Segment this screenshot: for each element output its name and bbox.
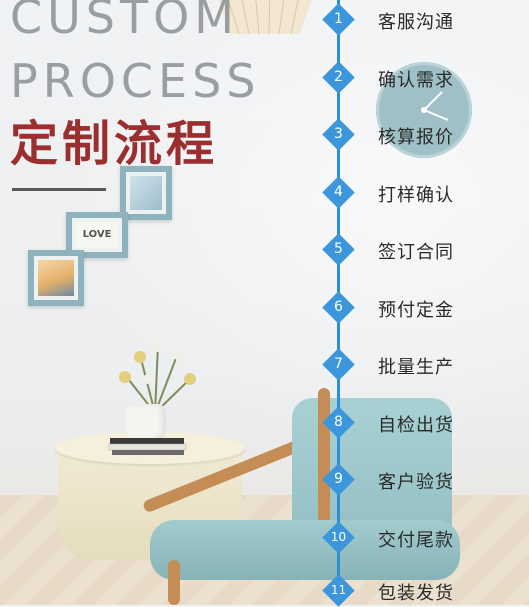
step-label-9: 客户验货	[378, 472, 454, 493]
flower-plant-image	[119, 342, 196, 414]
step-label-7: 批量生产	[378, 357, 454, 378]
title-english-line2: PROCESS	[10, 54, 261, 108]
title-divider	[12, 188, 106, 191]
step-marker-7: 7	[322, 348, 355, 381]
step-label-8: 自检出货	[378, 415, 454, 436]
step-marker-9: 9	[322, 463, 355, 496]
step-label-4: 打样确认	[378, 185, 454, 206]
love-sign: LOVE	[76, 222, 118, 248]
step-marker-3: 3	[322, 118, 355, 151]
step-marker-8: 8	[322, 406, 355, 439]
step-marker-6: 6	[322, 291, 355, 324]
wall-frame-love: LOVE	[66, 212, 128, 258]
title-english-line1: CUSTOM	[10, 0, 239, 44]
step-marker-2: 2	[322, 61, 355, 94]
wall-frame-top	[120, 166, 172, 220]
step-marker-11: 11	[322, 574, 355, 607]
step-marker-4: 4	[322, 176, 355, 209]
wall-frame-bottom	[28, 250, 84, 306]
vase	[126, 404, 166, 442]
step-marker-5: 5	[322, 233, 355, 266]
chair-seat	[150, 520, 460, 580]
step-label-11: 包装发货	[378, 583, 454, 604]
step-marker-10: 10	[322, 521, 355, 554]
step-label-3: 核算报价	[378, 127, 454, 148]
chair-leg-front	[168, 560, 180, 605]
step-label-10: 交付尾款	[378, 530, 454, 551]
title-chinese: 定制流程	[10, 116, 219, 172]
pendant-lamp-image	[218, 0, 312, 35]
step-label-5: 签订合同	[378, 242, 454, 263]
books-image	[108, 438, 187, 455]
step-label-1: 客服沟通	[378, 12, 454, 33]
step-marker-1: 1	[322, 3, 355, 36]
step-label-2: 确认需求	[378, 70, 454, 91]
step-label-6: 预付定金	[378, 300, 454, 321]
wall-clock-image	[376, 62, 472, 158]
